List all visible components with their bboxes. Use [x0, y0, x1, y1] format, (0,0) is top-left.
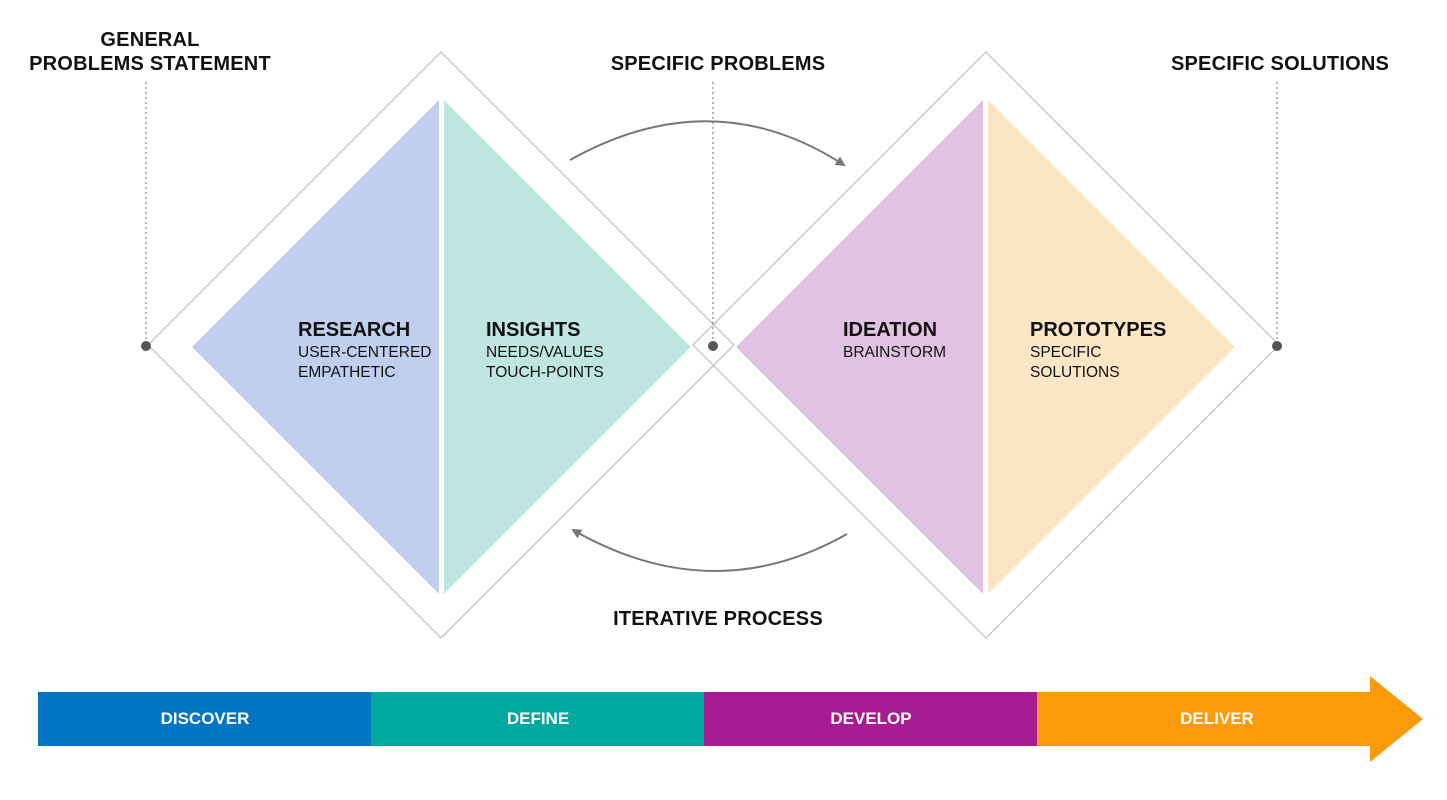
- general-line-1: GENERAL: [100, 29, 200, 51]
- phase-subtitle: SPECIFIC: [1030, 344, 1102, 361]
- phase-subtitle: SOLUTIONS: [1030, 364, 1120, 381]
- phase-title: INSIGHTS: [486, 319, 581, 341]
- dot-specific-problems: [708, 341, 718, 351]
- prototypes-triangle: [988, 100, 1235, 594]
- diamond-outline-right: [691, 50, 1281, 640]
- phase-research: RESEARCH USER-CENTERED EMPATHETIC: [298, 317, 431, 383]
- insights-triangle: [444, 100, 691, 594]
- specific-solutions-label: SPECIFIC SOLUTIONS: [1170, 53, 1390, 75]
- stage-label-discover: DISCOVER: [160, 709, 250, 728]
- phase-subtitle: NEEDS/VALUES: [486, 344, 604, 361]
- phase-title: RESEARCH: [298, 319, 411, 341]
- phase-subtitle: TOUCH-POINTS: [486, 364, 604, 381]
- phase-subtitle: BRAINSTORM: [843, 344, 947, 361]
- stage-bar-discover: [38, 692, 372, 746]
- iterative-process-label: ITERATIVE PROCESS: [613, 608, 823, 630]
- phase-title: IDEATION: [843, 319, 938, 341]
- stage-label-develop: DEVELOP: [830, 709, 912, 728]
- phase-insights: INSIGHTS NEEDS/VALUES TOUCH-POINTS: [486, 317, 604, 383]
- stage-label-deliver: DELIVER: [1180, 709, 1254, 728]
- iteration-arrow-top: [569, 120, 846, 167]
- phase-subtitle: USER-CENTERED: [298, 344, 432, 361]
- specific-problems-label: SPECIFIC PROBLEMS: [610, 53, 826, 75]
- stage-label-define: DEFINE: [506, 709, 570, 728]
- diamond-outline-left: [146, 50, 736, 640]
- dot-general: [141, 341, 151, 351]
- phase-title: PROTOTYPES: [1030, 319, 1167, 341]
- general-problems-label: GENERAL PROBLEMS STATEMENT: [20, 28, 280, 76]
- phase-prototypes: PROTOTYPES SPECIFIC SOLUTIONS: [1030, 317, 1166, 383]
- iteration-arrow-bottom: [571, 529, 848, 572]
- phase-subtitle: EMPATHETIC: [298, 364, 396, 381]
- stage-bar-define: [371, 692, 705, 746]
- general-line-2: PROBLEMS STATEMENT: [29, 53, 271, 75]
- research-triangle: [192, 100, 439, 594]
- dot-specific-solutions: [1272, 341, 1282, 351]
- phase-ideation: IDEATION BRAINSTORM: [843, 317, 946, 363]
- stage-bar-develop: [704, 692, 1038, 746]
- stage-bar-deliver-arrow: [1037, 676, 1423, 762]
- ideation-triangle: [736, 100, 983, 594]
